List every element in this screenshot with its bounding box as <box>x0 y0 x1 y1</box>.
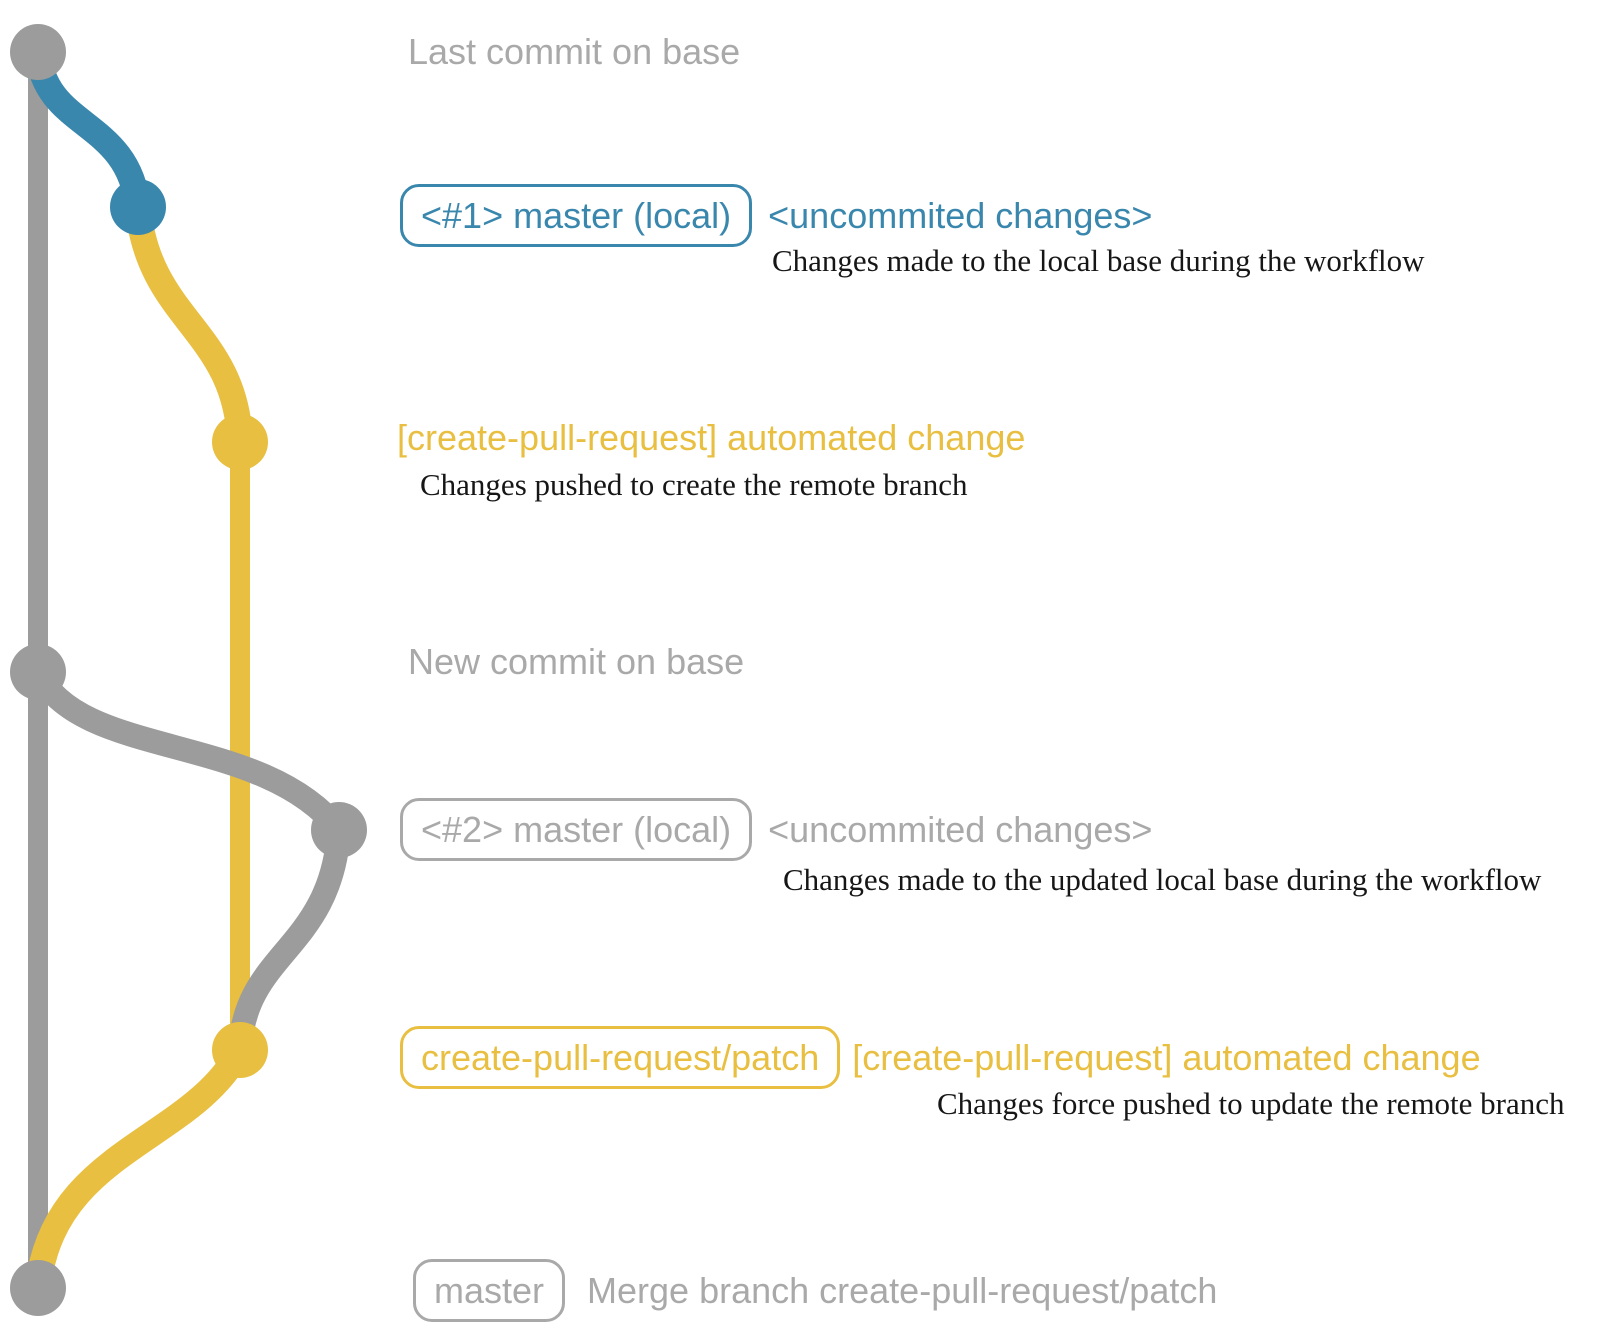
push1-heading: [create-pull-request] automated change <box>397 417 1026 458</box>
new-commit-label: New commit on base <box>408 641 745 682</box>
last-commit-label: Last commit on base <box>408 31 741 72</box>
local1-note: <uncommited changes> <box>768 195 1153 236</box>
curve-patch-to-merge <box>25 1037 253 1301</box>
git-graph <box>10 24 367 1316</box>
node-last-base-commit <box>10 24 66 80</box>
local2-note: <uncommited changes> <box>768 809 1153 850</box>
push1-description: Changes pushed to create the remote bran… <box>420 467 968 502</box>
local1-branch-badge: <#1> master (local) <box>400 184 753 248</box>
merge-heading: Merge branch create-pull-request/patch <box>587 1270 1218 1311</box>
push2-heading: [create-pull-request] automated change <box>852 1037 1481 1078</box>
local2-row: <#2> master (local) <uncommited changes> <box>400 798 1153 862</box>
curve-local2-to-patch <box>228 818 351 1062</box>
node-merge-commit <box>10 1260 66 1316</box>
patch-branch-badge: create-pull-request/patch <box>400 1026 841 1090</box>
local2-branch-badge: <#2> master (local) <box>400 798 753 862</box>
node-new-base-commit <box>10 644 66 700</box>
node-local1-commit <box>110 179 166 235</box>
merge-row: master Merge branch create-pull-request/… <box>413 1259 1218 1323</box>
node-patch-commit-1 <box>212 414 268 470</box>
curve-local1-to-patch <box>125 194 253 455</box>
push2-description: Changes force pushed to update the remot… <box>937 1086 1565 1121</box>
node-local2-commit <box>311 802 367 858</box>
local1-row: <#1> master (local) <uncommited changes> <box>400 184 1153 248</box>
master-branch-badge: master <box>413 1259 566 1323</box>
curve-base-to-local2 <box>26 660 351 842</box>
node-patch-commit-2 <box>212 1022 268 1078</box>
local1-description: Changes made to the local base during th… <box>772 243 1425 278</box>
push2-row: create-pull-request/patch [create-pull-r… <box>400 1026 1481 1090</box>
local2-description: Changes made to the updated local base d… <box>783 862 1542 897</box>
